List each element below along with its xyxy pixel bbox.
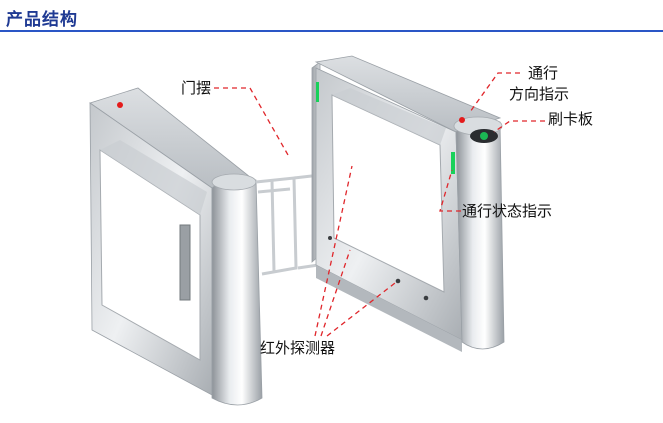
leader-gate-arm xyxy=(214,87,289,156)
ir-sensor-hole xyxy=(328,236,332,240)
status-strip-back xyxy=(316,82,319,102)
label-gate-arm: 门摆 xyxy=(181,79,212,97)
label-ir-detector: 红外探测器 xyxy=(260,339,336,357)
label-pass-direction-line2: 方向指示 xyxy=(509,85,570,103)
leader-card-reader xyxy=(493,120,545,133)
page-title: 产品结构 xyxy=(6,10,78,30)
label-pass-status: 通行状态指示 xyxy=(462,202,553,220)
leader-pass-direction xyxy=(469,72,520,113)
title-divider xyxy=(0,30,663,32)
ir-sensor-hole xyxy=(423,295,429,301)
left-top-red-indicator xyxy=(117,102,123,108)
right-cabinet xyxy=(311,55,505,352)
label-pass-direction-line1: 通行 xyxy=(528,64,559,82)
direction-red-indicator xyxy=(459,117,465,123)
leader-pass-status xyxy=(439,169,461,212)
left-cabinet xyxy=(89,87,263,406)
leader-ir-2 xyxy=(320,249,351,337)
status-strip-front xyxy=(451,152,455,174)
label-card-reader: 刷卡板 xyxy=(548,110,594,128)
leader-lines xyxy=(214,72,545,337)
ir-sensor-hole xyxy=(395,278,401,284)
leader-ir-1 xyxy=(314,165,353,337)
